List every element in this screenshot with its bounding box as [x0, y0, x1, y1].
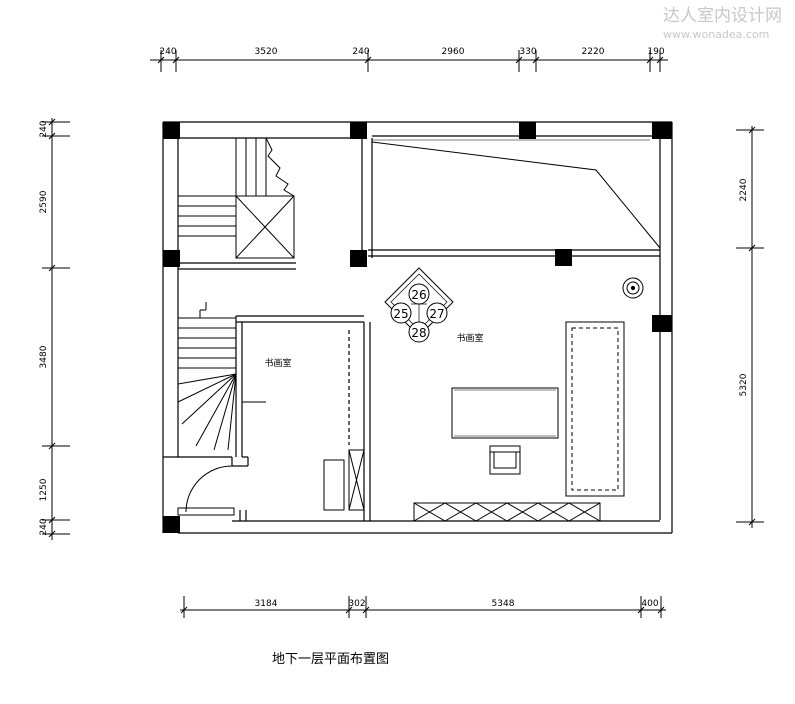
watermark: 达人室内设计网 www.wonadea.com — [663, 6, 782, 41]
painting-desk — [451, 387, 559, 439]
seat-number-25: 25 — [393, 307, 408, 321]
top-dim-1: 240 — [159, 47, 176, 57]
top-dim-2: 3520 — [255, 47, 278, 57]
left-dim-3: 3480 — [39, 345, 49, 368]
bottom-cabinet — [413, 502, 601, 522]
square-tea-table — [384, 267, 454, 343]
inner-walls — [178, 138, 660, 521]
display-table — [565, 321, 625, 497]
desk-chair — [489, 445, 521, 475]
left-dim-4: 1250 — [39, 478, 49, 501]
lower-staircase — [177, 302, 266, 451]
left-dim-2: 2590 — [39, 190, 49, 213]
small-room-furniture — [323, 449, 365, 511]
plant-pot — [622, 277, 644, 299]
top-dim-7: 190 — [647, 47, 664, 57]
top-dimension-chain — [150, 50, 668, 72]
top-dim-3: 240 — [352, 47, 369, 57]
watermark-title: 达人室内设计网 — [663, 6, 782, 26]
bottom-dim-2: 302 — [348, 599, 365, 609]
top-dim-5: 330 — [519, 47, 536, 57]
bottom-dim-3: 5348 — [492, 599, 515, 609]
left-dimension-chain — [42, 118, 70, 540]
small-room-label: 书画室 — [264, 357, 291, 369]
seat-number-26: 26 — [411, 288, 426, 302]
seat-number-27: 27 — [429, 307, 444, 321]
outer-walls — [162, 121, 673, 534]
left-dim-5: 240 — [39, 518, 49, 535]
entry-door — [177, 465, 235, 516]
bottom-dim-4: 400 — [641, 599, 658, 609]
watermark-url: www.wonadea.com — [663, 28, 769, 41]
upper-staircase — [178, 137, 295, 259]
main-room-label: 书画室 — [456, 332, 483, 344]
top-dim-4: 2960 — [442, 47, 465, 57]
structural-columns — [163, 122, 672, 533]
drawing-caption: 地下一层平面布置图 — [272, 652, 389, 667]
bottom-dim-1: 3184 — [255, 599, 278, 609]
seat-number-28: 28 — [411, 326, 426, 340]
left-dim-1: 240 — [39, 120, 49, 137]
right-dim-2: 5320 — [739, 373, 749, 396]
bottom-dimension-chain — [180, 596, 666, 618]
right-dimension-chain — [736, 126, 764, 528]
right-dim-1: 2240 — [739, 178, 749, 201]
sloped-ceiling-area — [371, 139, 661, 249]
top-dim-6: 2220 — [582, 47, 605, 57]
